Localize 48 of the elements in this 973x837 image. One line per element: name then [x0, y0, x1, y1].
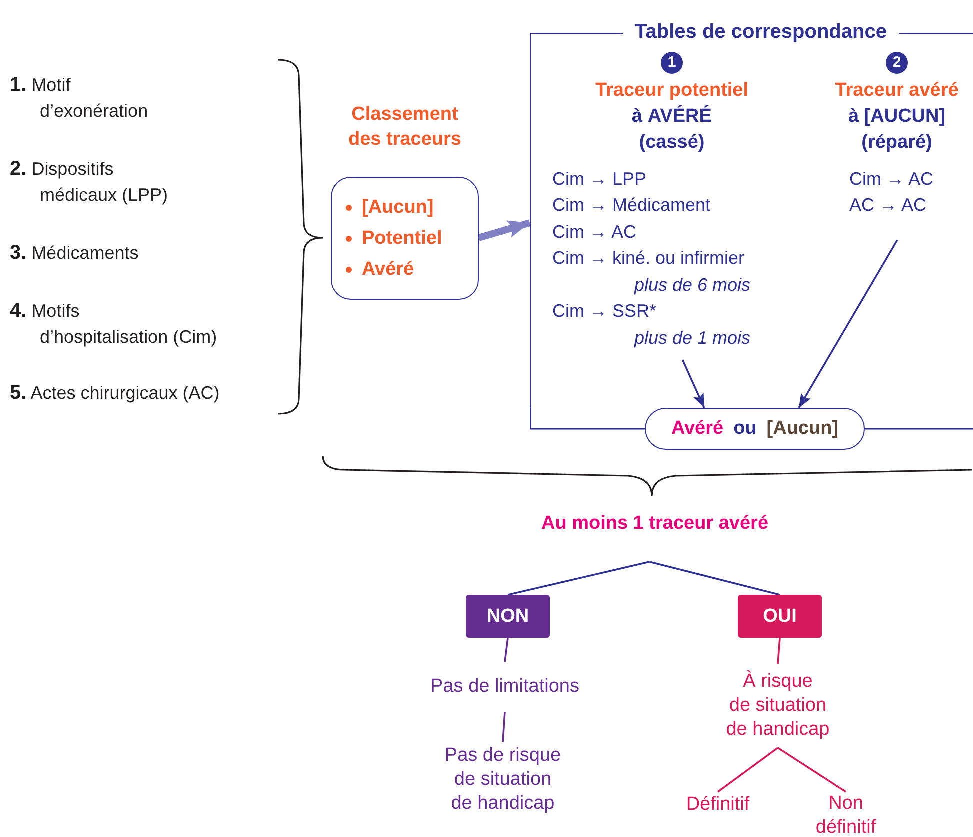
mapping-rule: Cim → kiné. ou infirmier — [552, 247, 745, 270]
outcome-text: À risque de situation de handicap — [726, 670, 830, 742]
status-word: Avéré — [671, 418, 724, 440]
answer-tag: NON — [466, 595, 550, 638]
connector-line — [504, 638, 509, 662]
connector-line — [777, 638, 781, 664]
column-heading: (cassé) — [639, 130, 705, 154]
outcome-text: Définitif — [686, 793, 750, 817]
duration-note: plus de 1 mois — [634, 326, 751, 350]
answer-tag: OUI — [738, 595, 822, 638]
mapping-rule: Cim → AC — [552, 220, 637, 244]
list-item: 2. Dispositifs médicaux (LPP) — [10, 157, 168, 207]
status-word: [Aucun] — [766, 418, 839, 440]
step-number: 2 — [886, 52, 908, 74]
list-item: 5. Actes chirurgicaux (AC) — [10, 381, 220, 406]
result-pill — [645, 408, 865, 450]
section-heading: Classement des traceurs — [348, 103, 462, 152]
column-heading: à AVÉRÉ — [632, 104, 712, 128]
outcome-text: Pas de limitations — [430, 675, 580, 699]
mapping-rule: Cim → SSR* — [552, 300, 657, 323]
list-item: 3. Médicaments — [10, 241, 139, 266]
column-heading: (réparé) — [862, 130, 932, 154]
column-heading: à [AUCUN] — [848, 104, 946, 128]
connector-line — [502, 712, 506, 742]
list-item: 4. Motifs d’hospitalisation (Cim) — [10, 299, 218, 349]
mapping-rule: Cim → LPP — [552, 168, 647, 190]
connector-line — [649, 561, 780, 596]
condition-text: Au moins 1 traceur avéré — [541, 512, 769, 536]
list-item: Potentiel — [362, 228, 442, 250]
arrow — [682, 360, 706, 408]
list-item: 1. Motif d’exonération — [10, 73, 148, 123]
connector-line — [778, 747, 846, 793]
status-word: ou — [734, 418, 757, 440]
mapping-rule: Cim → AC — [850, 168, 934, 190]
mapping-rule: AC → AC — [850, 194, 927, 217]
step-number: 1 — [661, 52, 683, 74]
arrow — [798, 240, 898, 408]
outcome-text: Pas de risque de situation de handicap — [444, 744, 562, 816]
list-item: [Aucun] — [362, 196, 434, 218]
column-heading: Traceur potentiel — [595, 78, 749, 102]
mapping-rule: Cim → Médicament — [552, 194, 711, 217]
connector-line — [717, 747, 779, 793]
arrow — [478, 220, 531, 242]
connector-line — [508, 561, 650, 596]
outcome-text: Non définitif — [816, 792, 876, 837]
duration-note: plus de 6 mois — [634, 274, 751, 297]
column-heading: Traceur avéré — [835, 78, 959, 102]
list-item: Avéré — [362, 258, 414, 280]
